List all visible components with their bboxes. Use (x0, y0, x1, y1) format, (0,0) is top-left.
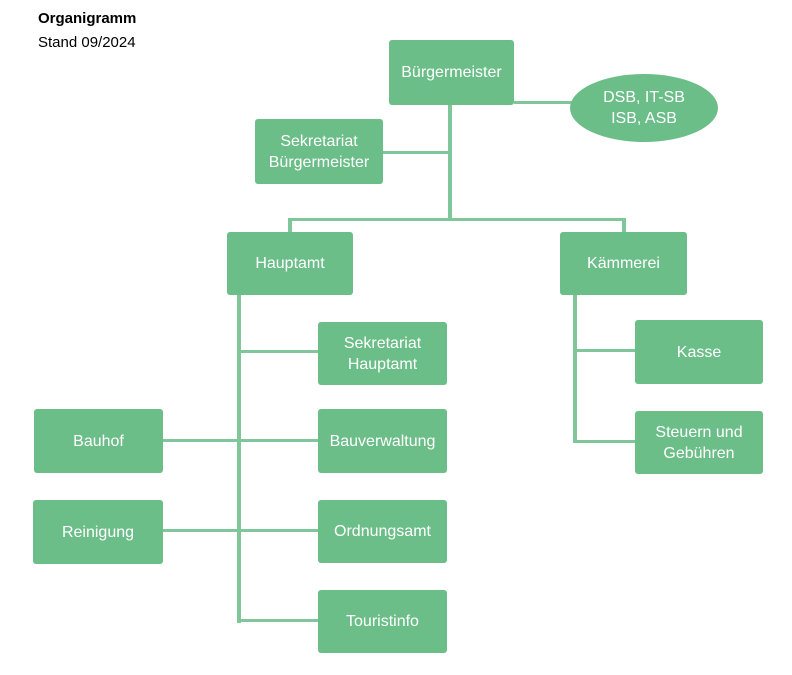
node-sekretariat-hauptamt-label: Sekretariat Hauptamt (343, 334, 422, 373)
node-beauftragte-line2: ISB, ASB (611, 110, 677, 127)
connector-buergermeister-trunk (448, 105, 452, 220)
connector-reinigung-ordnungsamt (163, 529, 318, 532)
connector-touristinfo (241, 619, 318, 622)
node-sekretariat-hauptamt: Sekretariat Hauptamt (318, 322, 447, 385)
node-sekretariat-buergermeister: Sekretariat Bürgermeister (255, 119, 383, 184)
node-bauverwaltung: Bauverwaltung (318, 409, 447, 473)
node-reinigung-label: Reinigung (61, 523, 135, 541)
node-sekretariat-buergermeister-label: Sekretariat Bürgermeister (268, 132, 370, 171)
node-beauftragte-line1: DSB, IT-SB (603, 89, 685, 106)
node-buergermeister-label: Bürgermeister (401, 64, 502, 81)
node-kaemmerei-label: Kämmerei (587, 255, 660, 272)
connector-hauptamt-stub (288, 218, 292, 232)
node-kasse: Kasse (635, 320, 763, 384)
node-hauptamt-label: Hauptamt (255, 255, 325, 272)
node-beauftragte-ellipse: DSB, IT-SB ISB, ASB (570, 74, 718, 142)
node-touristinfo: Touristinfo (318, 590, 447, 653)
node-reinigung: Reinigung (33, 500, 163, 564)
node-buergermeister: Bürgermeister (389, 40, 514, 105)
node-kaemmerei: Kämmerei (560, 232, 687, 295)
connector-kasse (577, 349, 635, 352)
node-ordnungsamt: Ordnungsamt (318, 500, 447, 563)
node-touristinfo-label: Touristinfo (346, 613, 419, 630)
chart-date: Stand 09/2024 (38, 34, 136, 51)
node-hauptamt: Hauptamt (227, 232, 353, 295)
connector-level2-horizontal (288, 218, 626, 221)
node-steuern-gebuehren-label: Steuern und Gebühren (655, 423, 743, 462)
connector-kaemmerei-stub (622, 218, 626, 232)
node-bauverwaltung-label: Bauverwaltung (329, 432, 436, 450)
node-ordnungsamt-label: Ordnungsamt (334, 523, 431, 540)
connector-hauptamt-trunk (237, 295, 241, 623)
connector-steuern-gebuehren (577, 440, 635, 443)
page-title: Organigramm (38, 10, 137, 27)
connector-sekretariat-hauptamt (241, 350, 318, 353)
node-bauhof-label: Bauhof (73, 432, 124, 450)
node-steuern-gebuehren: Steuern und Gebühren (635, 411, 763, 474)
node-bauhof: Bauhof (34, 409, 163, 473)
connector-beauftragte-ellipse (514, 101, 572, 104)
connector-sekretariat-buergermeister (383, 151, 448, 154)
connector-bauhof-bauverwaltung (163, 439, 318, 442)
connector-kaemmerei-trunk (573, 295, 577, 443)
node-kasse-label: Kasse (676, 343, 722, 361)
